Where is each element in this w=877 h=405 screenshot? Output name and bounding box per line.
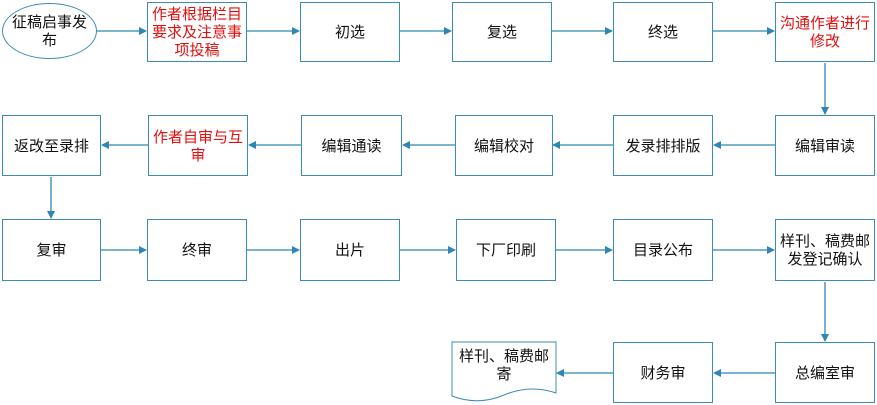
node-typesetting: 发录排排版	[613, 115, 713, 176]
node-finance-review: 财务审	[613, 342, 713, 403]
node-editor-read-through: 编辑通读	[301, 115, 402, 176]
node-editor-review: 编辑审读	[775, 115, 875, 176]
node-author-self-review: 作者自审与互审	[148, 115, 248, 176]
document-shape-n21	[451, 341, 557, 402]
node-call-for-papers: 征稿启事发布	[2, 3, 97, 59]
node-mail-samples-fees: 样刊、稿费邮寄	[458, 347, 549, 383]
node-reselection: 复选	[452, 2, 552, 62]
node-initial-selection: 初选	[300, 2, 400, 62]
node-mailing-registration: 样刊、稿费邮发登记确认	[775, 219, 875, 281]
node-communicate-author-revise: 沟通作者进行修改	[775, 2, 875, 62]
node-final-review: 终审	[147, 219, 247, 281]
node-final-selection: 终选	[613, 2, 713, 62]
node-second-review: 复审	[2, 219, 101, 281]
node-film-output: 出片	[300, 219, 400, 281]
node-return-to-typesetting: 返改至录排	[2, 115, 101, 176]
node-editor-in-chief-review: 总编室审	[775, 342, 875, 403]
node-printing: 下厂印刷	[456, 219, 556, 281]
node-author-submission: 作者根据栏目要求及注意事项投稿	[147, 2, 247, 62]
node-editor-proofread: 编辑校对	[455, 115, 553, 176]
node-catalog-publish: 目录公布	[613, 219, 713, 281]
